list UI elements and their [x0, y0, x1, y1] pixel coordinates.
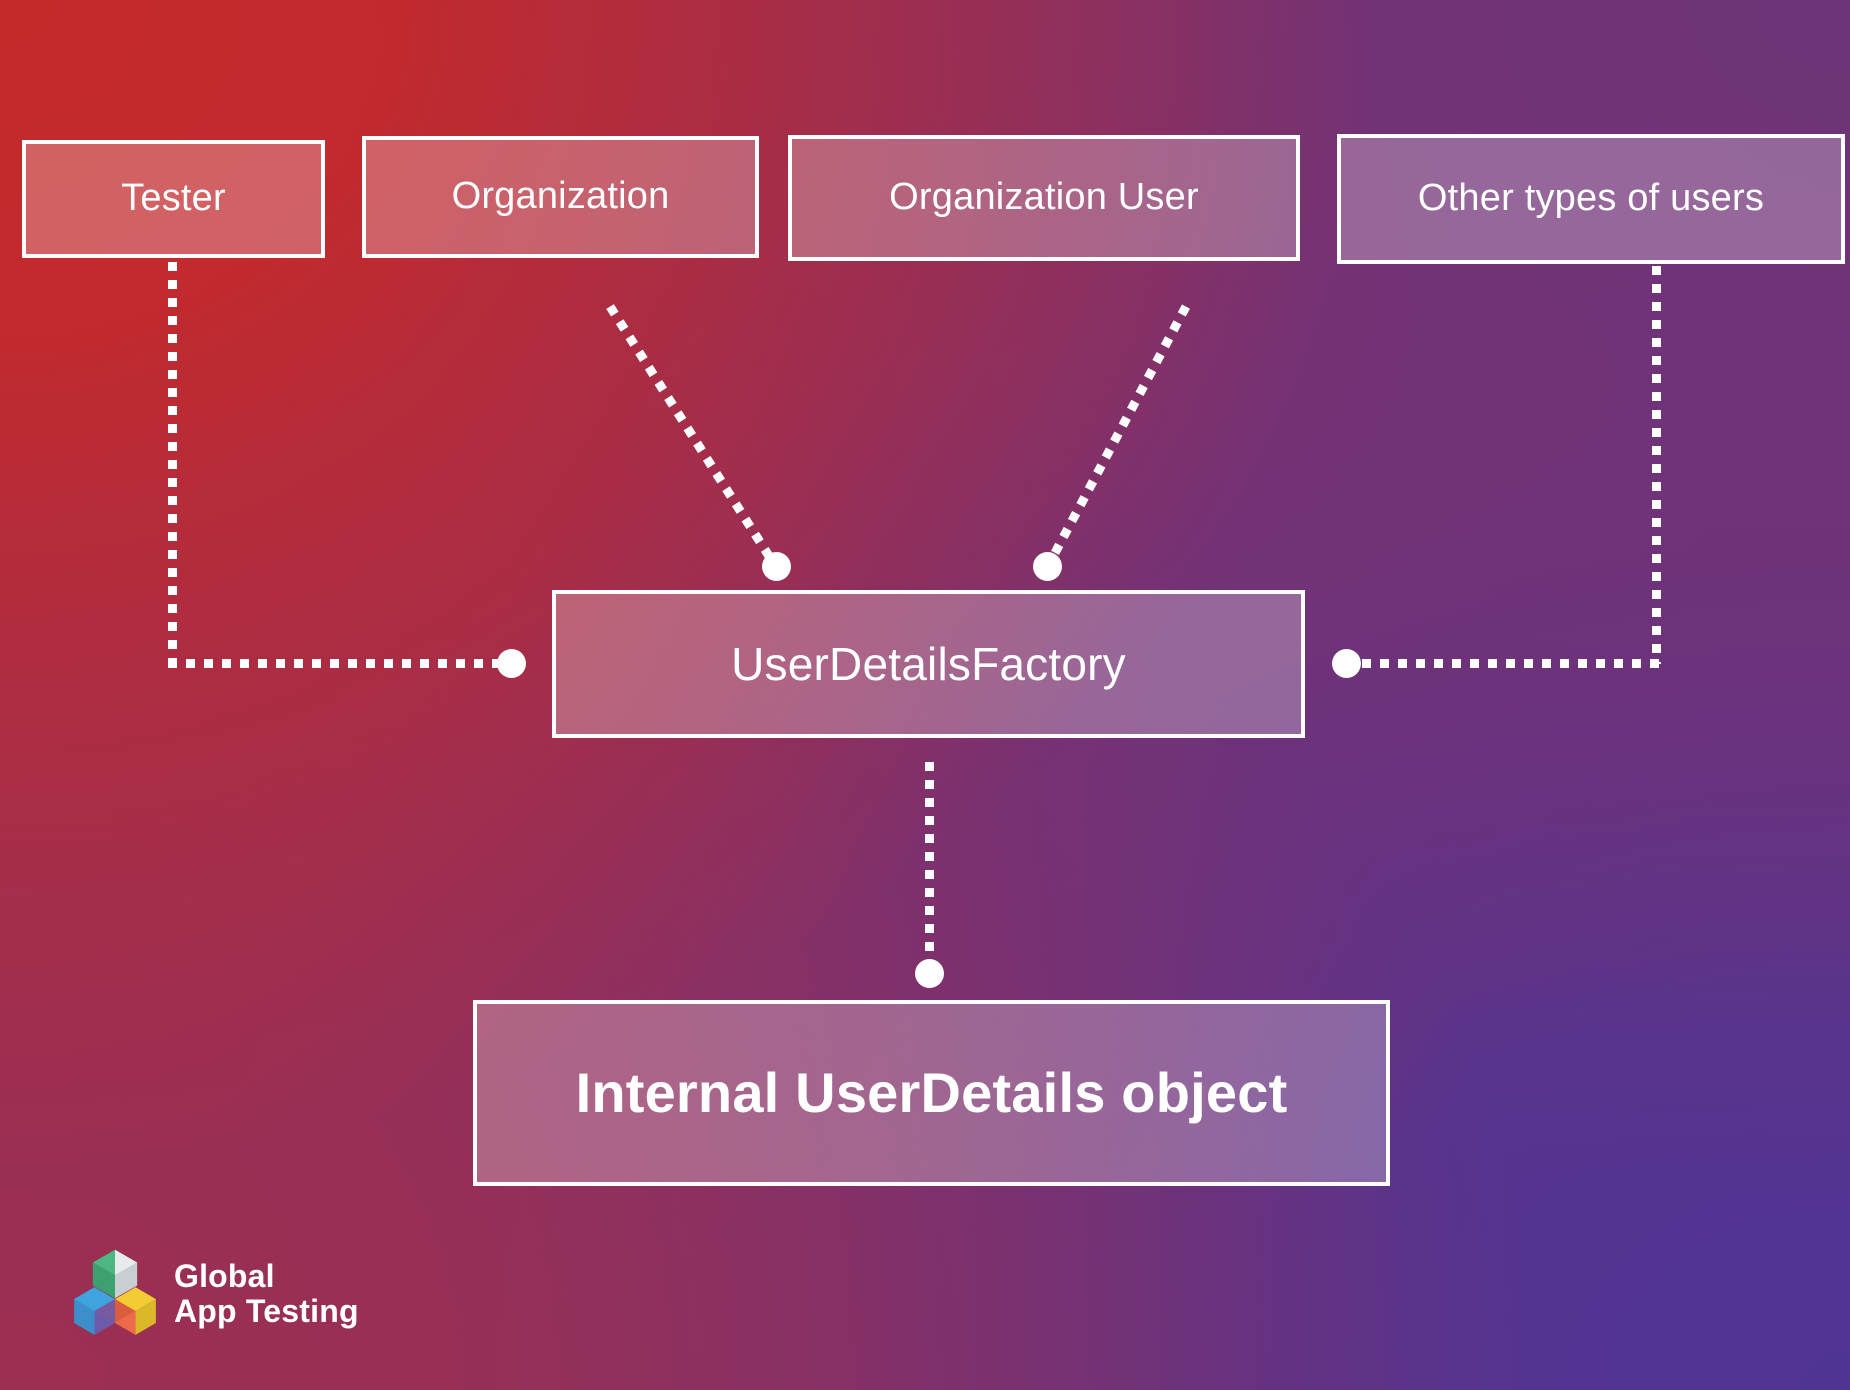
node-user-details-factory[interactable]: UserDetailsFactory: [552, 590, 1305, 738]
global-app-testing-hexagon-icon: [74, 1249, 156, 1335]
connector-organization-diagonal: [606, 304, 781, 571]
node-organization-user[interactable]: Organization User: [788, 135, 1300, 261]
node-organization-label: Organization: [451, 175, 670, 218]
node-organization[interactable]: Organization: [362, 136, 759, 258]
node-internal-user-details-object[interactable]: Internal UserDetails object: [473, 1000, 1390, 1186]
node-user-details-factory-label: UserDetailsFactory: [731, 637, 1126, 690]
brand-logo-line1: Global: [174, 1258, 275, 1295]
connector-tester-vertical: [168, 262, 177, 664]
connector-other-users-horizontal: [1362, 659, 1661, 668]
connector-endpoint-organization: [762, 552, 791, 581]
connector-organization-user-diagonal: [1042, 304, 1190, 572]
node-tester[interactable]: Tester: [22, 140, 325, 258]
connector-endpoint-tester: [497, 649, 526, 678]
connector-endpoint-internal: [915, 959, 944, 988]
connector-other-users-vertical: [1652, 266, 1661, 664]
connector-factory-to-internal: [925, 762, 934, 974]
brand-logo: Global App Testing: [72, 1248, 359, 1340]
brand-logo-line2: App Testing: [174, 1293, 359, 1329]
node-tester-label: Tester: [121, 177, 226, 220]
brand-logo-text: Global App Testing: [174, 1259, 359, 1328]
node-other-types-of-users[interactable]: Other types of users: [1337, 134, 1845, 264]
connector-endpoint-organization-user: [1033, 552, 1062, 581]
node-internal-user-details-object-label: Internal UserDetails object: [575, 1060, 1288, 1124]
connector-tester-horizontal: [168, 659, 520, 668]
node-other-types-of-users-label: Other types of users: [1417, 177, 1765, 220]
connector-endpoint-other-users: [1332, 649, 1361, 678]
node-organization-user-label: Organization User: [889, 176, 1199, 219]
